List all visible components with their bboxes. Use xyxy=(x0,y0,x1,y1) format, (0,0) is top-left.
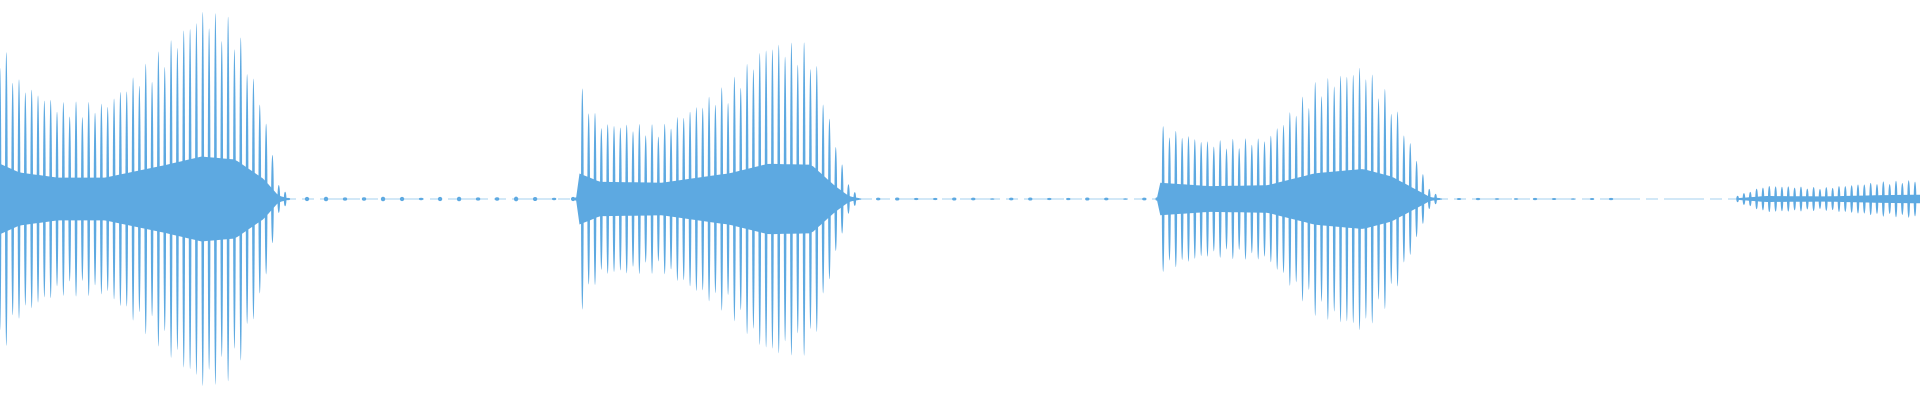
waveform-tail-cycle xyxy=(1513,198,1519,200)
waveform-segment-4 xyxy=(1736,180,1920,218)
waveform-tail-cycle xyxy=(1047,197,1052,201)
waveform-tail-cycle xyxy=(399,196,405,202)
waveform-tail-cycle xyxy=(1589,197,1595,201)
waveform-tail-cycle xyxy=(1142,197,1147,201)
waveform-tail-cycle xyxy=(1104,197,1109,201)
waveform-tail-cycle xyxy=(1475,197,1481,201)
waveform-tail-cycle xyxy=(1085,197,1090,201)
waveform-tail-cycle xyxy=(456,196,462,202)
waveform-tail-cycle xyxy=(1551,197,1557,201)
waveform-tail-cycle xyxy=(1570,198,1576,200)
waveform-tail-cycle xyxy=(1532,197,1538,201)
waveform-core-band xyxy=(1156,169,1440,229)
waveform-tail-cycle xyxy=(952,197,957,201)
waveform-tail-cycle xyxy=(1494,198,1500,200)
waveform-segment-2 xyxy=(574,42,1147,356)
waveform-tail-cycle xyxy=(475,197,481,201)
waveform-tail-cycle xyxy=(437,196,443,202)
waveform-tail-cycle xyxy=(570,196,576,202)
waveform-segment-3 xyxy=(1155,67,1614,331)
waveform-tail-cycle xyxy=(380,196,386,202)
waveform-tail-cycle xyxy=(418,197,424,201)
waveform-segment-1 xyxy=(0,12,576,386)
waveform-tail-cycle xyxy=(914,197,919,201)
waveform-tail-cycle xyxy=(1608,197,1614,201)
waveform-tail-cycle xyxy=(990,198,995,200)
waveform-tail-cycle xyxy=(933,197,938,201)
waveform-tail-cycle xyxy=(361,197,367,201)
waveform-tail-cycle xyxy=(304,196,310,202)
waveform-core-band xyxy=(576,163,860,235)
waveform-tail-cycle xyxy=(285,197,291,201)
waveform-tail-cycle xyxy=(532,196,538,202)
waveform-core-band xyxy=(1737,194,1920,204)
waveform-tail-cycle xyxy=(1009,197,1014,201)
waveform-tail-cycle xyxy=(513,196,519,202)
waveform-tail-cycle xyxy=(1066,197,1071,201)
waveform-tail-cycle xyxy=(876,197,881,201)
waveform-core-band xyxy=(0,156,288,242)
waveform-tail-cycle xyxy=(1437,198,1443,200)
waveform-tail-cycle xyxy=(323,196,329,202)
waveform-tail-cycle xyxy=(1456,197,1462,201)
waveform-tail-cycle xyxy=(895,197,900,201)
waveform-tail-cycle xyxy=(494,197,500,201)
waveform-tail-cycle xyxy=(1028,197,1033,201)
waveform-tail-cycle xyxy=(857,198,862,200)
waveform-tail-cycle xyxy=(551,197,557,201)
waveform-tail-cycle xyxy=(971,197,976,201)
waveform-tail-cycle xyxy=(1123,198,1128,200)
waveform-tail-cycle xyxy=(342,197,348,201)
